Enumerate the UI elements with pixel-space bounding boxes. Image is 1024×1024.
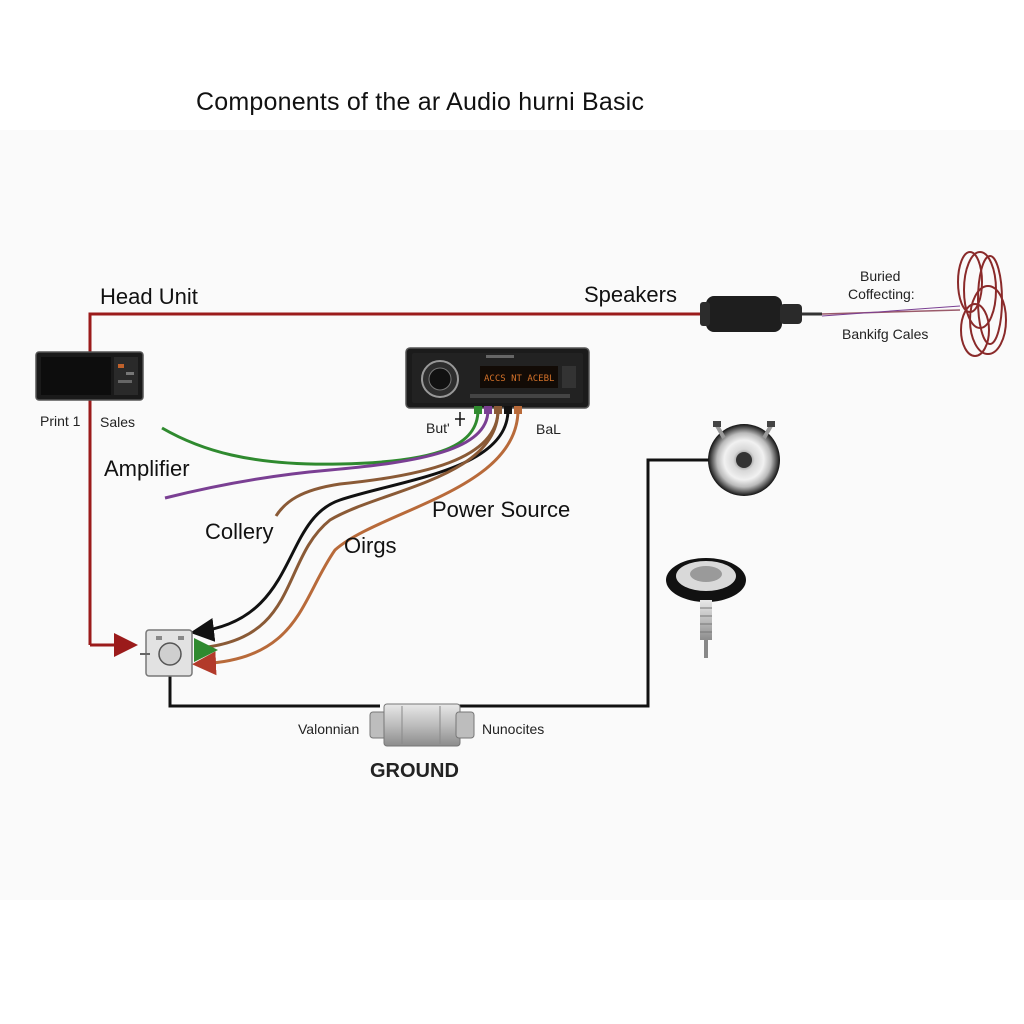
label-collecting: Coffecting: xyxy=(848,286,915,302)
black-wire-to-junction xyxy=(190,409,510,642)
round-speaker-icon xyxy=(708,421,780,496)
label-ground: GROUND xyxy=(370,760,459,782)
diagram-background xyxy=(0,130,1024,900)
label-but: But' xyxy=(426,420,450,436)
label-valonnian: Valonnian xyxy=(298,721,360,737)
green-wire xyxy=(161,409,480,466)
coiled-cable-icon xyxy=(957,251,1007,357)
label-banking-cables: Bankifg Cales xyxy=(842,326,929,342)
label-power-source: Power Source xyxy=(432,497,571,522)
head-unit-display-text: ACCS NT ACEBL xyxy=(484,374,554,384)
red-wire-main xyxy=(88,312,712,645)
label-amplifier: Amplifier xyxy=(104,456,190,481)
label-collery: Collery xyxy=(205,519,274,544)
label-sales: Sales xyxy=(100,414,136,430)
junction-block-icon xyxy=(140,629,193,677)
diagram-title: Components of the ar Audio hurni Basic xyxy=(196,88,645,116)
ground-connector-icon xyxy=(369,703,475,747)
label-buried: Buried xyxy=(860,268,901,284)
harness-connectors xyxy=(455,406,522,426)
screen-unit-icon xyxy=(35,351,144,401)
orange-wire-to-junction xyxy=(192,409,520,676)
label-head-unit: Head Unit xyxy=(100,284,198,309)
label-oirgs: Oirgs xyxy=(344,533,397,558)
head-unit-radio-icon: ACCS NT ACEBL xyxy=(405,347,590,409)
ground-wire xyxy=(168,458,712,708)
label-print: Print 1 xyxy=(40,413,81,429)
brown-wire xyxy=(274,409,500,517)
tweeter-icon xyxy=(666,558,746,658)
label-bal: BaL xyxy=(536,421,561,437)
label-speakers: Speakers xyxy=(584,282,677,307)
purple-wire xyxy=(164,409,490,500)
brown-wire-to-junction xyxy=(197,409,500,650)
label-nunocites: Nunocites xyxy=(482,721,545,737)
speaker-connector-icon xyxy=(700,296,961,332)
